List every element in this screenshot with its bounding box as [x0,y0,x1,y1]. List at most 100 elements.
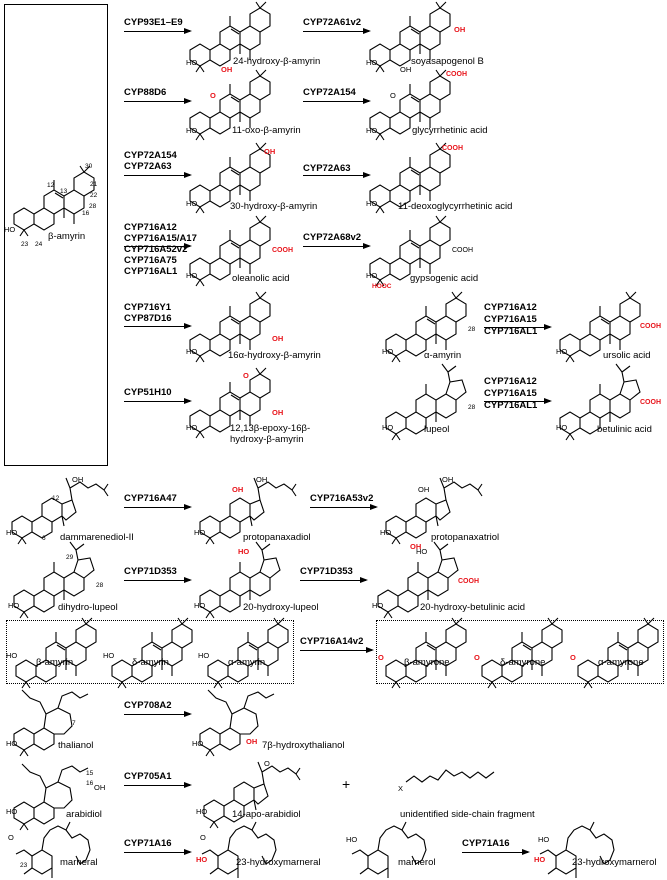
hydroxyl-label: HO [366,199,378,208]
compound-name: α-amyrin [424,350,462,361]
reaction-arrow [303,97,371,104]
product-structure [478,617,568,689]
hydroxyl-label: HO [6,739,18,748]
hydroxyl-label: HO [198,651,210,660]
compound-name: unidentified side-chain fragment [400,809,535,820]
compound-name: β-amyrin [48,231,86,242]
enzyme-label: CYP71D353 [300,566,353,577]
atom-number: 28 [468,404,476,411]
reaction-arrow [124,397,192,404]
hydroxyl-label: OH [221,65,233,74]
compound-name: 11-deoxoglycyrrhetinic acid [398,201,513,212]
compound-name: soyasapogenol B [411,56,484,67]
reaction-arrow [124,97,192,104]
hydroxyl-label: HO [534,855,546,864]
hydroxyl-label: OH [264,147,276,156]
carboxyl-label: COOH [446,71,467,78]
hydroxyl-label: OH [72,475,84,484]
compound-name: betulinic acid [597,424,652,435]
compound-name: protopanaxatriol [431,532,500,543]
carboxyl-label: COOH [458,578,479,585]
compound-name: thalianol [58,740,94,751]
substrate-structure [204,617,294,689]
carboxyl-label: HOOC [372,283,392,290]
hydroxyl-label: HO [186,199,198,208]
compound-name: protopanaxadiol [243,532,311,543]
product-group-box [376,620,664,684]
enzyme-label: CYP51H10 [124,387,172,398]
reaction-arrow [462,848,530,855]
enzyme-label: CYP72A154 [303,87,356,98]
compound-name: marnerol [398,857,436,868]
compound-name: δ-amyrin [132,657,169,668]
hydroxyl-label: HO [196,807,208,816]
hydroxyl-label: HO [556,347,568,356]
compound-name: 14-apo-arabidiol [232,809,301,820]
hydroxyl-label: HO [346,835,358,844]
atom-number: 21 [90,181,98,188]
atom-number: 28 [96,582,104,589]
atom-number: 15 [86,770,94,777]
compound-name: 30-hydroxy-β-amyrin [230,201,318,212]
compound-name: dammarenediol-II [60,532,134,543]
compound-name: 20-hydroxy-lupeol [243,602,319,613]
substrate-group-box [6,620,294,684]
reaction-arrow [310,503,378,510]
reaction-arrow [124,242,192,249]
reaction-arrow [303,27,371,34]
atom-number: 24 [35,241,43,248]
reaction-arrow [124,171,192,178]
hydroxyl-label: HO [103,651,115,660]
oxo-label: O [210,91,216,100]
carboxyl-label: COOH [442,145,463,152]
enzyme-label: CYP71D353 [124,566,177,577]
hydroxyl-label: HO [186,347,198,356]
compound-name: 23-hydroxymarnerol [572,857,657,868]
carboxyl-label: COOH [452,247,473,254]
compound-name: oleanolic acid [232,273,290,284]
enzyme-label: CYP72A63 [303,163,351,174]
atom-number: 28 [468,326,476,333]
start-substrate-box [4,4,108,466]
enzyme-label: CYP71A16 [124,838,172,849]
hydroxyl-label: HO [8,601,20,610]
hydroxyl-label: HO [4,225,16,234]
hydroxyl-label: HO [6,528,18,537]
carboxyl-label: COOH [640,323,661,330]
hydroxyl-label: HO [366,126,378,135]
fragment-structure [402,760,522,790]
aldehyde-label: O [200,833,206,842]
enzyme-label: CYP72A68v2 [303,232,362,243]
hydroxyl-label: HO [196,855,208,864]
atom-number: 6 [42,535,46,542]
hydroxyl-label: HO [372,601,384,610]
compound-name: β-amyrone [404,657,450,668]
product-structure [574,617,664,689]
enzyme-label: CYP93E1–E9 [124,17,183,28]
enzyme-label: CYP716A12 CYP716A15 CYP716AL1 [484,302,538,337]
ketone-label: O [570,653,576,662]
ketone-label: O [378,653,384,662]
reaction-arrow [300,646,374,653]
reaction-arrow [303,171,371,178]
hydroxyl-label: HO [538,835,550,844]
hydroxyl-label: HO [6,651,18,660]
hydroxyl-label: OH [442,475,454,484]
hydroxyl-label: OH [454,25,466,34]
atom-number: 23 [20,862,28,869]
atom-number: 16 [82,210,90,217]
ketone-label: O [474,653,480,662]
hydroxyl-label: HO [194,601,206,610]
enzyme-label: CYP716A12 CYP716A15/A17 CYP716A52v2 CYP7… [124,222,197,277]
compound-name: 23-hydroxymarneral [236,857,321,868]
reaction-arrow [124,848,192,855]
atom-number: 16 [86,780,94,787]
aldehyde-label: O [8,833,14,842]
epoxide-label: O [243,371,249,380]
compound-name: 24-hydroxy-β-amyrin [233,56,321,67]
reaction-arrow [124,322,192,329]
compound-name: 20-hydroxy-betulinic acid [420,602,526,613]
hydroxyl-label: OH [246,737,258,746]
compound-name: β-amyrin [36,657,74,668]
reaction-arrow [124,27,192,34]
